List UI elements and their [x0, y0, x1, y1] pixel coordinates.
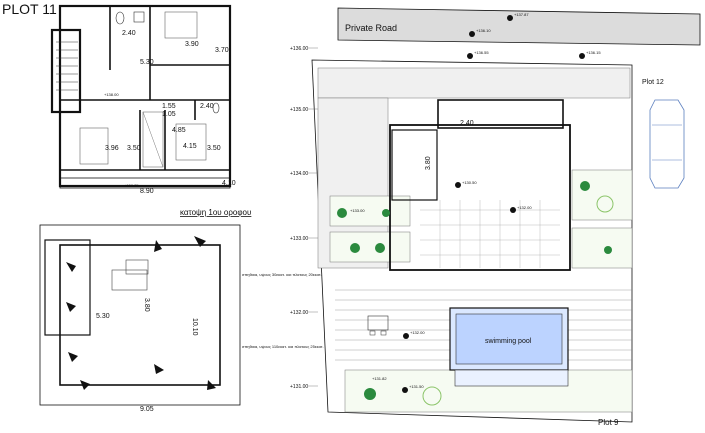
- roof-note-2: σπηθαια, υψους 110εκατ. και πλατους 25εκ…: [242, 344, 324, 349]
- site-level-7: +132.00: [517, 205, 532, 210]
- dim-1: 2.40: [122, 30, 136, 37]
- dim-8: 4.85: [172, 127, 186, 134]
- site-level-10: +131.82: [372, 376, 387, 381]
- dim-3: 3.70: [215, 47, 229, 54]
- roof-note-1: σπηθαια, υψους 30εκατ. και πλατους 20εκα…: [242, 272, 322, 277]
- roof-dim-2: 10.10: [191, 318, 198, 336]
- tree-icons: [337, 181, 612, 400]
- plot-9-label: Plot 9: [598, 418, 619, 427]
- contour-133: +133.00: [290, 236, 308, 242]
- site-level-4: +137.87: [514, 12, 529, 17]
- contour-131: +131.00: [290, 384, 308, 390]
- site-level-2: +136.55: [474, 50, 489, 55]
- dim-9: 3.96: [105, 145, 119, 152]
- dim-11: 3.50: [127, 145, 141, 152]
- contour-136: +136.00: [290, 46, 308, 52]
- roof-dim-4: 3.80: [143, 298, 150, 312]
- plot-12-label: Plot 12: [642, 79, 664, 86]
- roof-dim-3: 9.05: [140, 406, 154, 413]
- site-dim-2: 3.80: [425, 156, 432, 170]
- dim-6: 1.05: [162, 111, 176, 118]
- site-level-8: +132.00: [410, 330, 425, 335]
- dim-14: 4.10: [222, 180, 236, 187]
- first-floor-plan: 2.40 3.90 3.70 5.30 1.55 1.05 2.40 4.85 …: [50, 4, 236, 195]
- dim-12: 3.50: [207, 145, 221, 152]
- floor-label: κατοψη 1ου οροφου: [180, 208, 251, 217]
- site-plan: Private Road: [290, 7, 701, 427]
- dim-7: 2.40: [200, 103, 214, 110]
- site-level-3: +136.15: [586, 50, 601, 55]
- site-level-1: +136.10: [476, 28, 491, 33]
- site-level-9: +131.50: [409, 384, 424, 389]
- contour-134: +134.00: [290, 171, 308, 177]
- level-1: +138.00: [104, 92, 119, 97]
- roof-dim-1: 5.30: [96, 313, 110, 320]
- dim-5: 1.55: [162, 103, 176, 110]
- dim-4: 5.30: [140, 59, 154, 66]
- roof-plan: 5.30 10.10 9.05 3.80 σπηθαια, υψους 30εκ…: [39, 224, 324, 413]
- dim-10: 4.15: [183, 143, 197, 150]
- dim-2: 3.90: [185, 41, 199, 48]
- contour-132: +132.00: [290, 310, 308, 316]
- plot-title: PLOT 11: [2, 1, 57, 17]
- contour-135: +135.00: [290, 107, 308, 113]
- pool-label: swimming pool: [485, 338, 532, 345]
- site-level-6: +130.50: [462, 180, 477, 185]
- site-dim-1: 2.40: [460, 120, 474, 127]
- dim-13: 8.90: [140, 188, 154, 195]
- site-level-5: +133.00: [350, 208, 365, 213]
- level-2: +138.75: [124, 183, 139, 188]
- road-label: Private Road: [345, 23, 397, 33]
